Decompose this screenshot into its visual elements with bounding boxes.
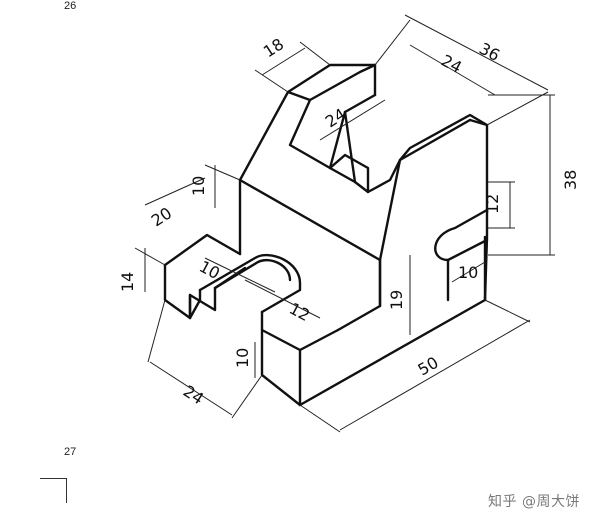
watermark: 知乎 @周大饼	[488, 494, 580, 510]
dimension-lines	[134, 14, 555, 433]
dim-18: 18	[260, 34, 287, 61]
dim-50: 50	[415, 353, 442, 380]
dim-24-top: 24	[438, 51, 465, 77]
dim-36: 36	[476, 39, 503, 65]
dim-20: 20	[148, 203, 175, 230]
dim-12-right: 12	[483, 194, 502, 214]
dim-19: 19	[387, 290, 406, 310]
dim-14: 14	[118, 272, 137, 292]
dim-10-bottom: 10	[233, 348, 252, 368]
corner-mark	[40, 478, 67, 503]
dim-10-right: 10	[458, 263, 478, 282]
dim-10-left: 10	[189, 176, 208, 196]
page-number-top: 26	[64, 0, 77, 12]
page-number-bottom: 27	[64, 446, 77, 458]
dim-24-inner: 24	[322, 104, 349, 131]
dim-38: 38	[561, 170, 580, 190]
dim-24-bottom: 24	[180, 381, 207, 408]
part-outline	[163, 63, 489, 407]
dimension-labels: 18 36 24 24 10 20 10 14 12 12 38 10 19 2…	[118, 34, 580, 408]
